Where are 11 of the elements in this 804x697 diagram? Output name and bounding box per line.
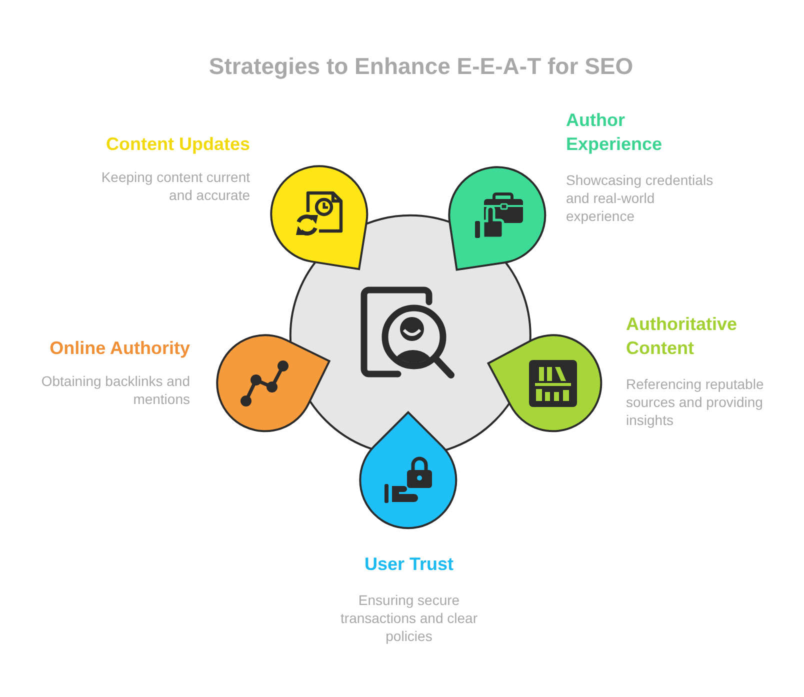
heading: Content Updates — [105, 133, 250, 156]
heading: User Trust — [364, 552, 454, 576]
heading: Author Experience — [566, 109, 664, 156]
description: Obtaining backlinks and mentions — [40, 372, 190, 408]
description: Showcasing credentials and real-world experience — [566, 171, 714, 225]
heading: Authoritative Content — [626, 313, 738, 360]
description: Ensuring secure transactions and clear policies — [340, 590, 478, 645]
title: Strategies to Enhance E-E-A-T for SEO — [208, 52, 634, 80]
heading: Online Authority — [48, 336, 190, 360]
description: Referencing reputable sources and providing insights — [626, 375, 765, 429]
description: Keeping content current and accurate — [100, 168, 250, 204]
